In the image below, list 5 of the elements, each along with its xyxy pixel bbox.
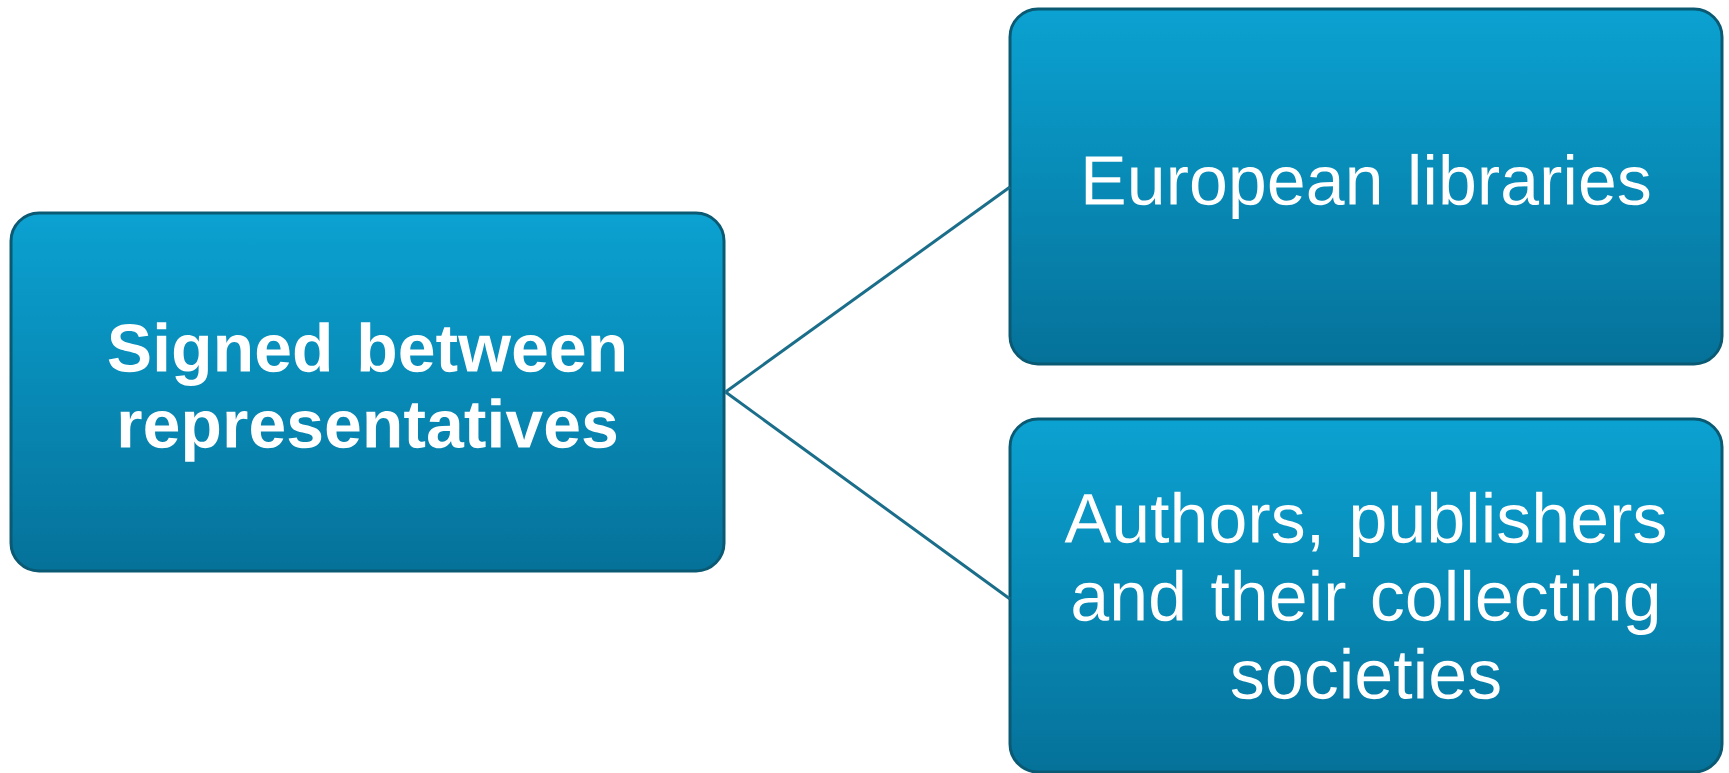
connector-line xyxy=(724,390,1011,601)
connector-line xyxy=(724,185,1011,394)
process-box: Authors, publishers and their collecting societies xyxy=(1008,417,1724,773)
process-box: European libraries xyxy=(1008,7,1724,366)
process-box: Signed between representatives xyxy=(9,211,726,573)
